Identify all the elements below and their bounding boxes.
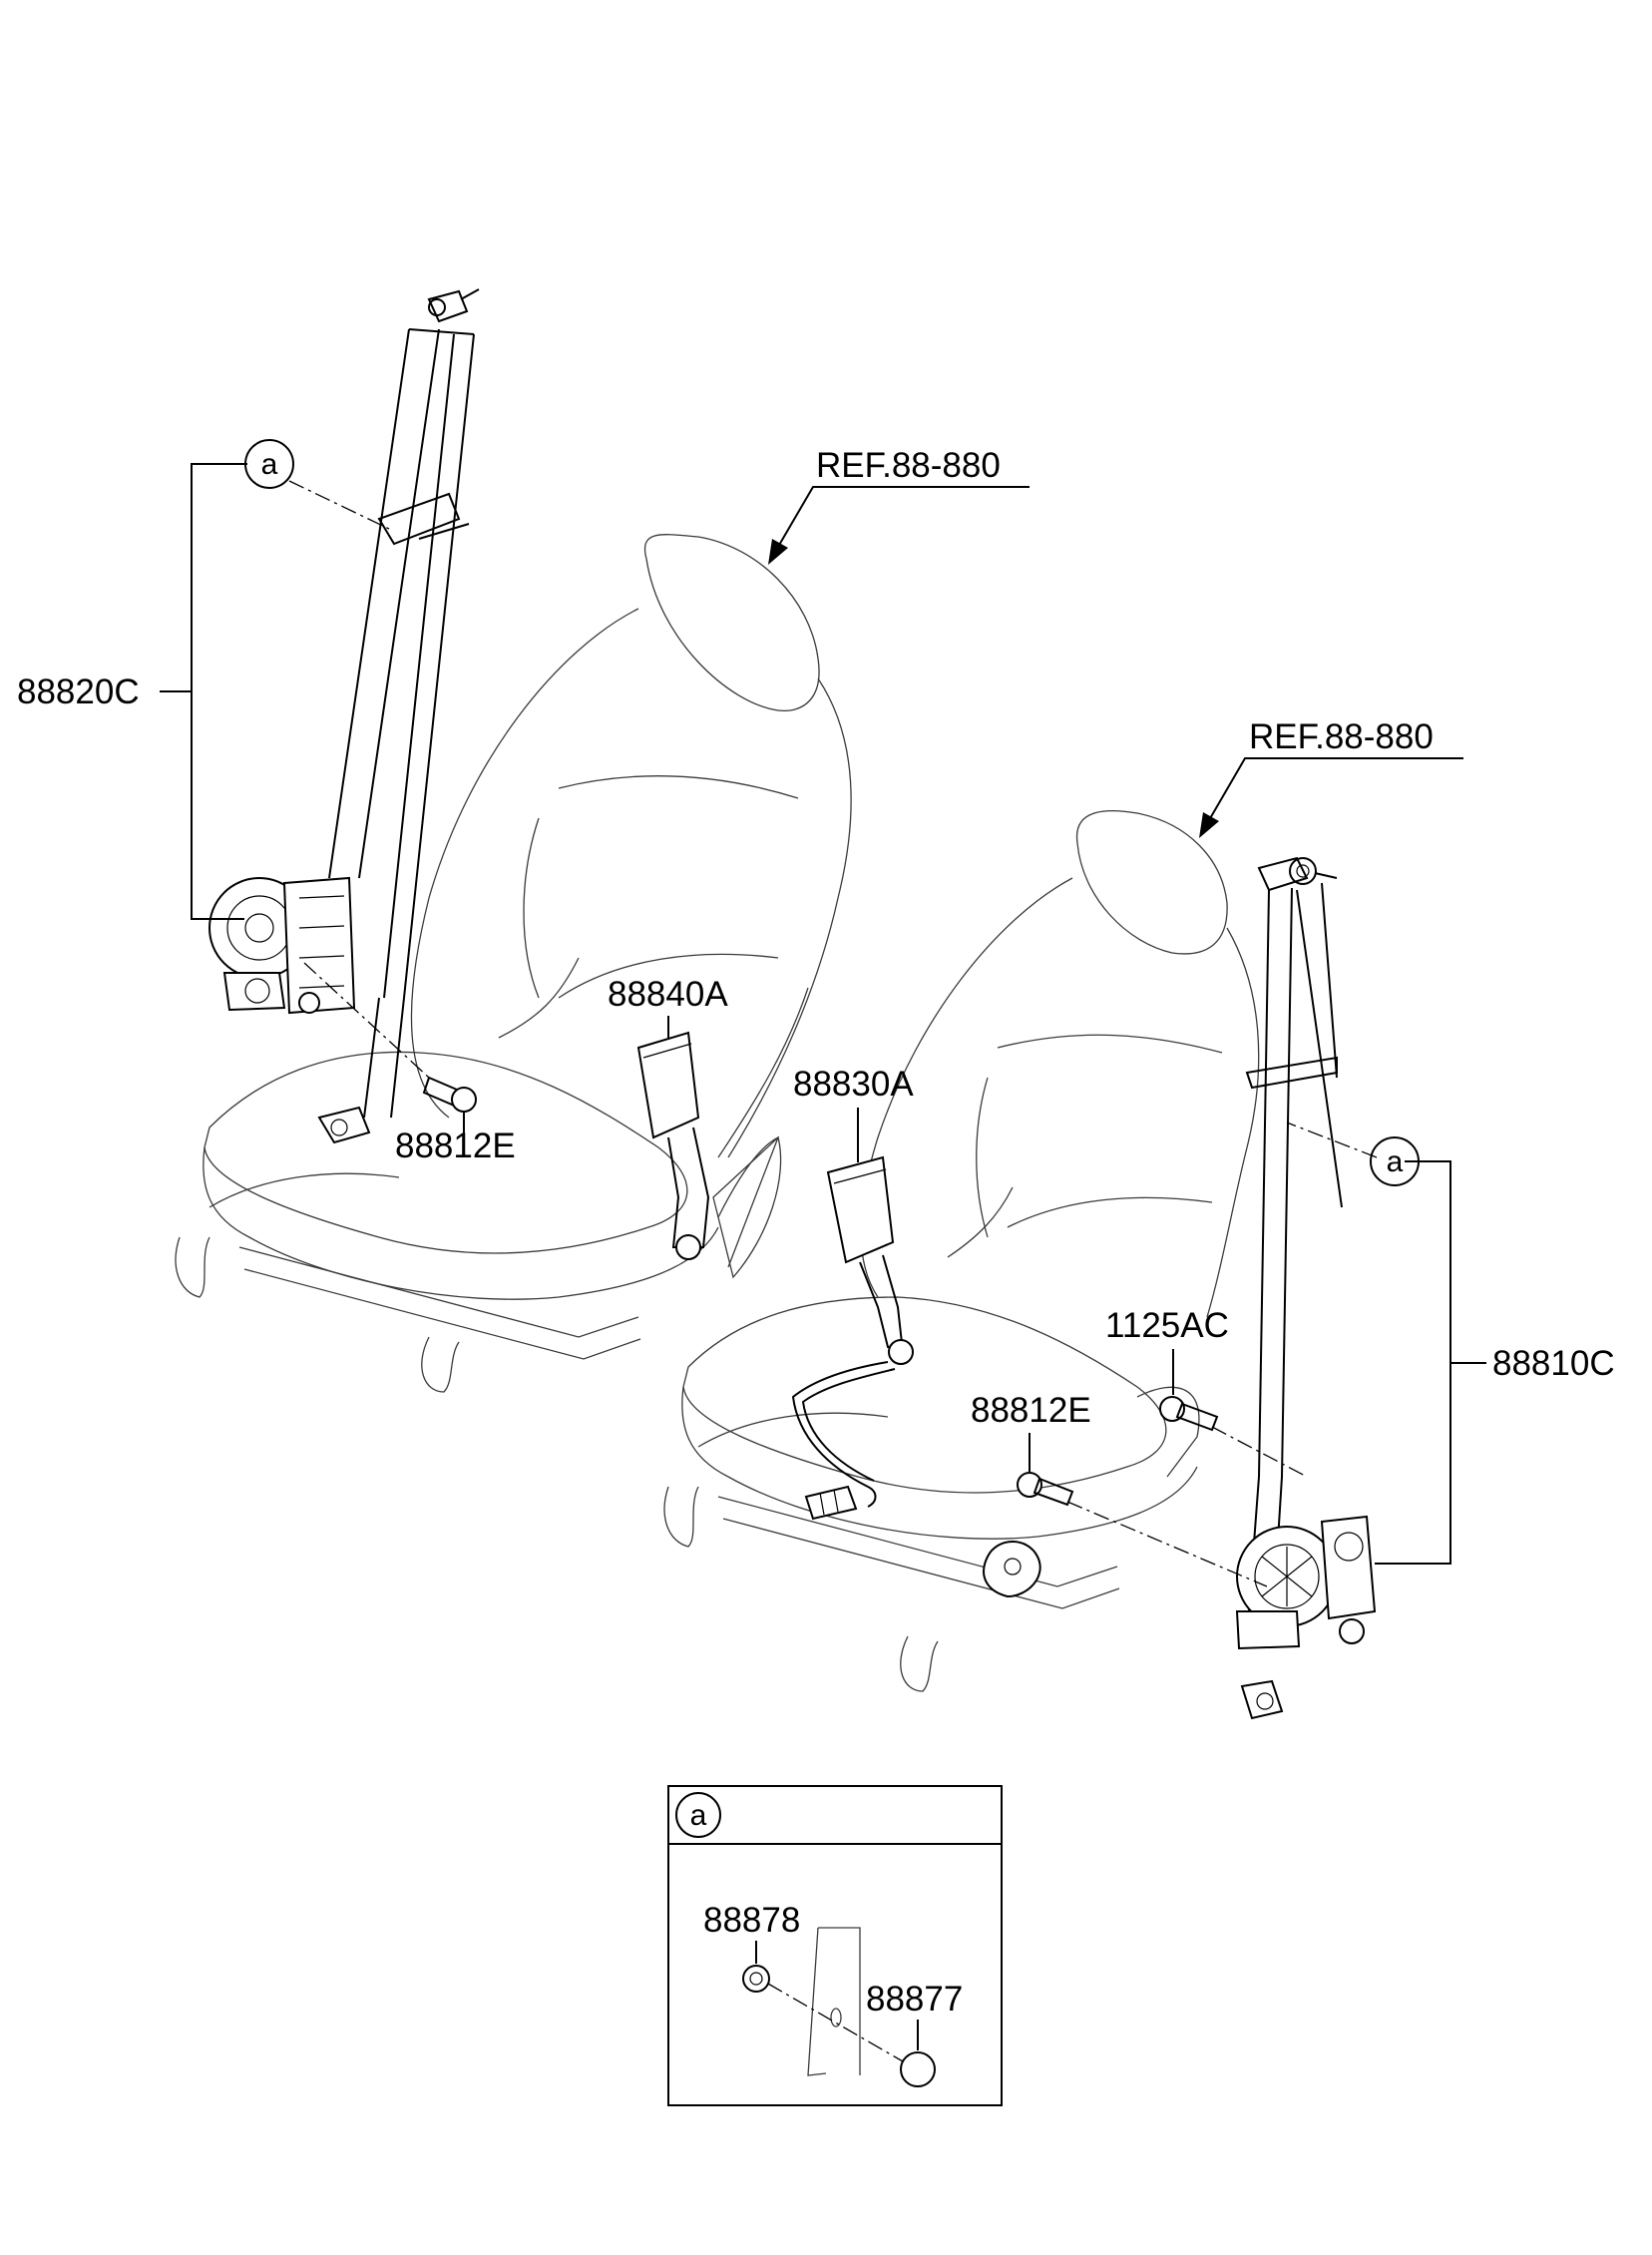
detail-callout-a-text: a <box>690 1799 707 1832</box>
right-bolt-88812E <box>1017 1472 1074 1507</box>
callout-a-right-text: a <box>1387 1145 1404 1178</box>
callout-a-right: a <box>1370 1136 1420 1186</box>
label-88812E-left: 88812E <box>395 1127 516 1165</box>
left-buckle <box>636 1031 782 1279</box>
label-88820C: 88820C <box>17 673 140 711</box>
detail-box-a: a 88878 88877 <box>667 1785 1003 2106</box>
label-ref-left: REF.88-880 <box>816 446 1001 485</box>
label-88830A: 88830A <box>793 1065 914 1104</box>
label-1125AC: 1125AC <box>1105 1306 1229 1345</box>
left-retractor <box>208 876 356 1015</box>
label-88810C: 88810C <box>1492 1344 1615 1383</box>
label-ref-right: REF.88-880 <box>1249 717 1434 756</box>
label-88878: 88878 <box>703 1901 800 1940</box>
right-buckle <box>791 1155 914 1521</box>
detail-callout-a: a <box>675 1792 721 1838</box>
right-bolt-1125AC <box>1159 1396 1219 1432</box>
right-seat <box>663 809 1260 1692</box>
label-88877: 88877 <box>866 1980 963 2019</box>
right-belt-assembly <box>1017 856 1377 1720</box>
right-retractor <box>1235 1515 1377 1650</box>
callout-a-left-text: a <box>261 448 278 481</box>
left-bolt <box>422 1076 477 1113</box>
label-88812E-right: 88812E <box>971 1391 1091 1430</box>
left-belt-assembly <box>208 288 480 1144</box>
detail-ring-88877 <box>900 2051 936 2087</box>
label-88840A: 88840A <box>608 975 728 1014</box>
callout-a-left: a <box>244 439 294 489</box>
detail-cap-88878 <box>742 1965 770 1993</box>
left-seat <box>175 534 852 1393</box>
